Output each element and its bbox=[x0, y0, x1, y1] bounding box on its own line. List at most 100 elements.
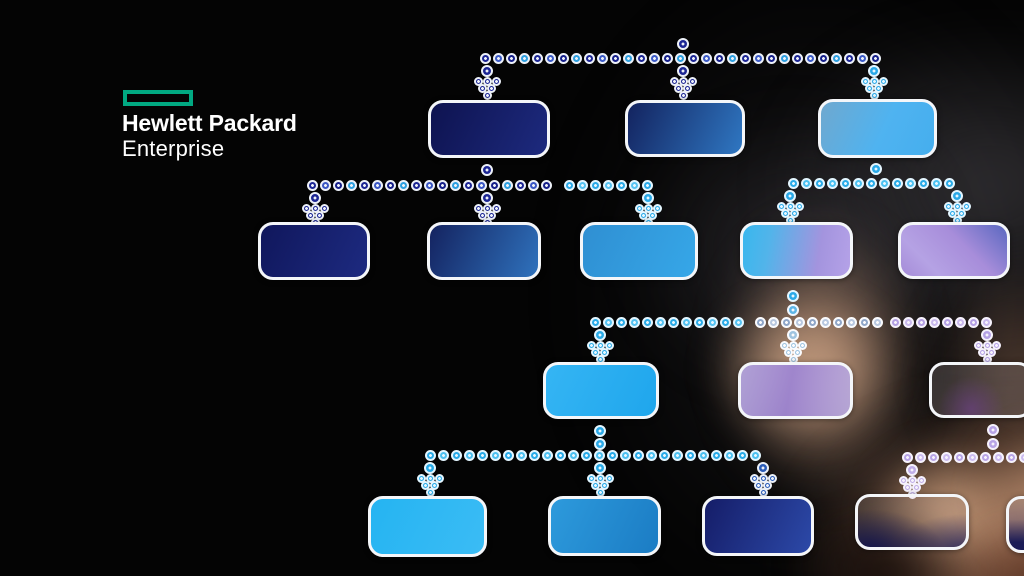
connector-dot bbox=[966, 451, 978, 463]
connector-dot bbox=[463, 449, 475, 461]
connector-dot bbox=[648, 52, 660, 64]
connector-dot bbox=[641, 179, 653, 191]
connector-dot bbox=[954, 316, 966, 328]
connector-dot bbox=[600, 347, 609, 357]
connector-dot bbox=[501, 179, 513, 191]
connector-dot bbox=[622, 52, 634, 64]
connector-dot bbox=[917, 177, 929, 189]
connector-dot bbox=[904, 177, 916, 189]
connector-dot bbox=[482, 90, 492, 100]
connector-dot bbox=[683, 83, 692, 93]
connector-dot bbox=[424, 449, 436, 461]
connector-dot bbox=[973, 340, 983, 350]
connector-dot bbox=[788, 340, 798, 350]
connector-dot bbox=[423, 179, 435, 191]
connector-dot bbox=[982, 340, 992, 350]
connector-dot bbox=[345, 179, 357, 191]
connector-dot bbox=[306, 179, 318, 191]
connector-dot bbox=[576, 179, 588, 191]
connector-dot bbox=[678, 90, 688, 100]
connector-dot bbox=[642, 192, 654, 204]
connector-dot bbox=[767, 316, 779, 328]
connector-dot bbox=[797, 340, 807, 350]
connector-dot bbox=[948, 208, 957, 218]
connector-dot bbox=[713, 52, 725, 64]
connector-dot bbox=[953, 451, 965, 463]
connector-dot bbox=[652, 203, 662, 213]
connector-dot bbox=[424, 462, 436, 474]
connector-dot bbox=[482, 203, 492, 213]
connector-dot bbox=[384, 179, 396, 191]
connector-dot bbox=[813, 177, 825, 189]
connector-dot bbox=[449, 179, 461, 191]
connector-dot bbox=[643, 203, 653, 213]
connector-dot bbox=[580, 449, 592, 461]
connector-dot bbox=[309, 192, 321, 204]
connector-dot bbox=[602, 316, 614, 328]
connector-dot bbox=[371, 179, 383, 191]
connector-dot bbox=[754, 480, 763, 490]
connector-dot bbox=[700, 52, 712, 64]
connector-dot bbox=[567, 449, 579, 461]
connector-dot bbox=[634, 203, 644, 213]
connector-dot bbox=[791, 52, 803, 64]
connector-dot bbox=[930, 177, 942, 189]
connector-dot bbox=[593, 449, 605, 461]
org-chart-node-row2-5 bbox=[898, 222, 1010, 279]
connector-dot bbox=[491, 76, 501, 86]
connector-dot bbox=[476, 449, 488, 461]
connector-dot bbox=[856, 52, 868, 64]
connector-dot bbox=[531, 52, 543, 64]
connector-dot bbox=[528, 449, 540, 461]
connector-dot bbox=[793, 347, 802, 357]
connector-dot bbox=[903, 482, 912, 492]
connector-dot bbox=[594, 462, 606, 474]
connector-dot bbox=[645, 449, 657, 461]
connector-dot bbox=[478, 210, 487, 220]
connector-dot bbox=[980, 316, 992, 328]
org-chart-node-row2-1 bbox=[258, 222, 370, 280]
connector-dot bbox=[594, 438, 606, 450]
connector-dot bbox=[865, 177, 877, 189]
connector-dot bbox=[852, 177, 864, 189]
connector-dot bbox=[739, 52, 751, 64]
connector-dot bbox=[907, 475, 917, 485]
connector-dot bbox=[758, 473, 768, 483]
connector-dot bbox=[462, 179, 474, 191]
connector-dot bbox=[826, 177, 838, 189]
connector-dot bbox=[706, 316, 718, 328]
org-chart-node-row4-4 bbox=[855, 494, 969, 550]
connector-dot bbox=[604, 473, 614, 483]
connector-dot bbox=[927, 451, 939, 463]
connector-dot bbox=[436, 179, 448, 191]
connector-dot bbox=[319, 203, 329, 213]
connector-dot bbox=[860, 76, 870, 86]
connector-dot bbox=[784, 190, 796, 202]
org-chart-node-row3-1 bbox=[543, 362, 659, 419]
connector-dot bbox=[902, 316, 914, 328]
connector-dot bbox=[434, 473, 444, 483]
connector-dot bbox=[482, 76, 492, 86]
connector-dot bbox=[586, 340, 596, 350]
connector-dot bbox=[732, 316, 744, 328]
connector-dot bbox=[450, 449, 462, 461]
connector-dot bbox=[557, 52, 569, 64]
connector-dot bbox=[806, 316, 818, 328]
connector-dot bbox=[785, 201, 795, 211]
connector-dot bbox=[594, 425, 606, 437]
connector-dot bbox=[594, 329, 606, 341]
